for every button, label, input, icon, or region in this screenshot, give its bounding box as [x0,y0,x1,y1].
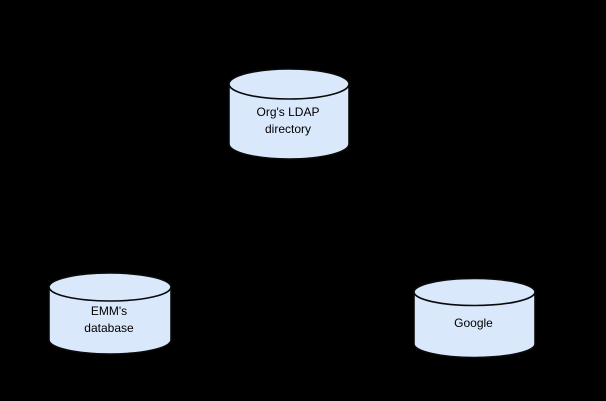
database-cylinder-icon [228,68,350,160]
node-ldap[interactable]: Org's LDAP directory [228,68,350,160]
node-emm[interactable]: EMM's database [48,272,172,355]
database-cylinder-icon [413,278,536,358]
database-cylinder-icon [48,272,172,355]
node-google[interactable]: Google [413,278,536,358]
